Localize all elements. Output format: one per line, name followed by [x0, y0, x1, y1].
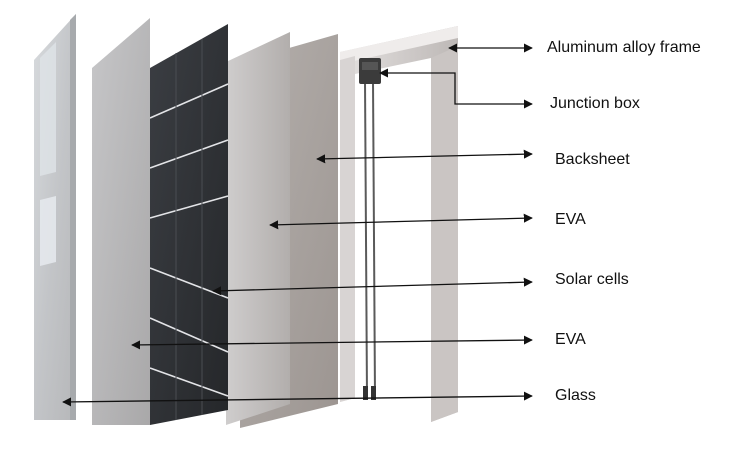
aluminum-frame: [340, 26, 458, 422]
solar-cells-layer: [149, 24, 229, 425]
junction-box-cables: [363, 79, 376, 400]
backsheet-arrow: [316, 149, 533, 164]
label-junction-box: Junction box: [550, 95, 640, 112]
glass-arrow: [62, 391, 533, 407]
label-aluminum-frame: Aluminum alloy frame: [547, 39, 701, 56]
junction-box-arrow: [379, 68, 533, 109]
junction-box: [359, 58, 381, 84]
eva-layer-bottom: [92, 18, 150, 425]
label-solar-cells: Solar cells: [555, 271, 629, 288]
leader-arrows: [62, 43, 533, 407]
label-glass: Glass: [555, 387, 596, 404]
label-eva-top: EVA: [555, 211, 586, 228]
label-eva-bottom: EVA: [555, 331, 586, 348]
eva-top-arrow: [269, 213, 533, 230]
label-backsheet: Backsheet: [555, 151, 630, 168]
eva-bottom-arrow: [131, 335, 533, 350]
glass-layer: [34, 14, 76, 420]
solar-cells-arrow: [212, 277, 533, 296]
eva-layer-top: [226, 32, 290, 425]
